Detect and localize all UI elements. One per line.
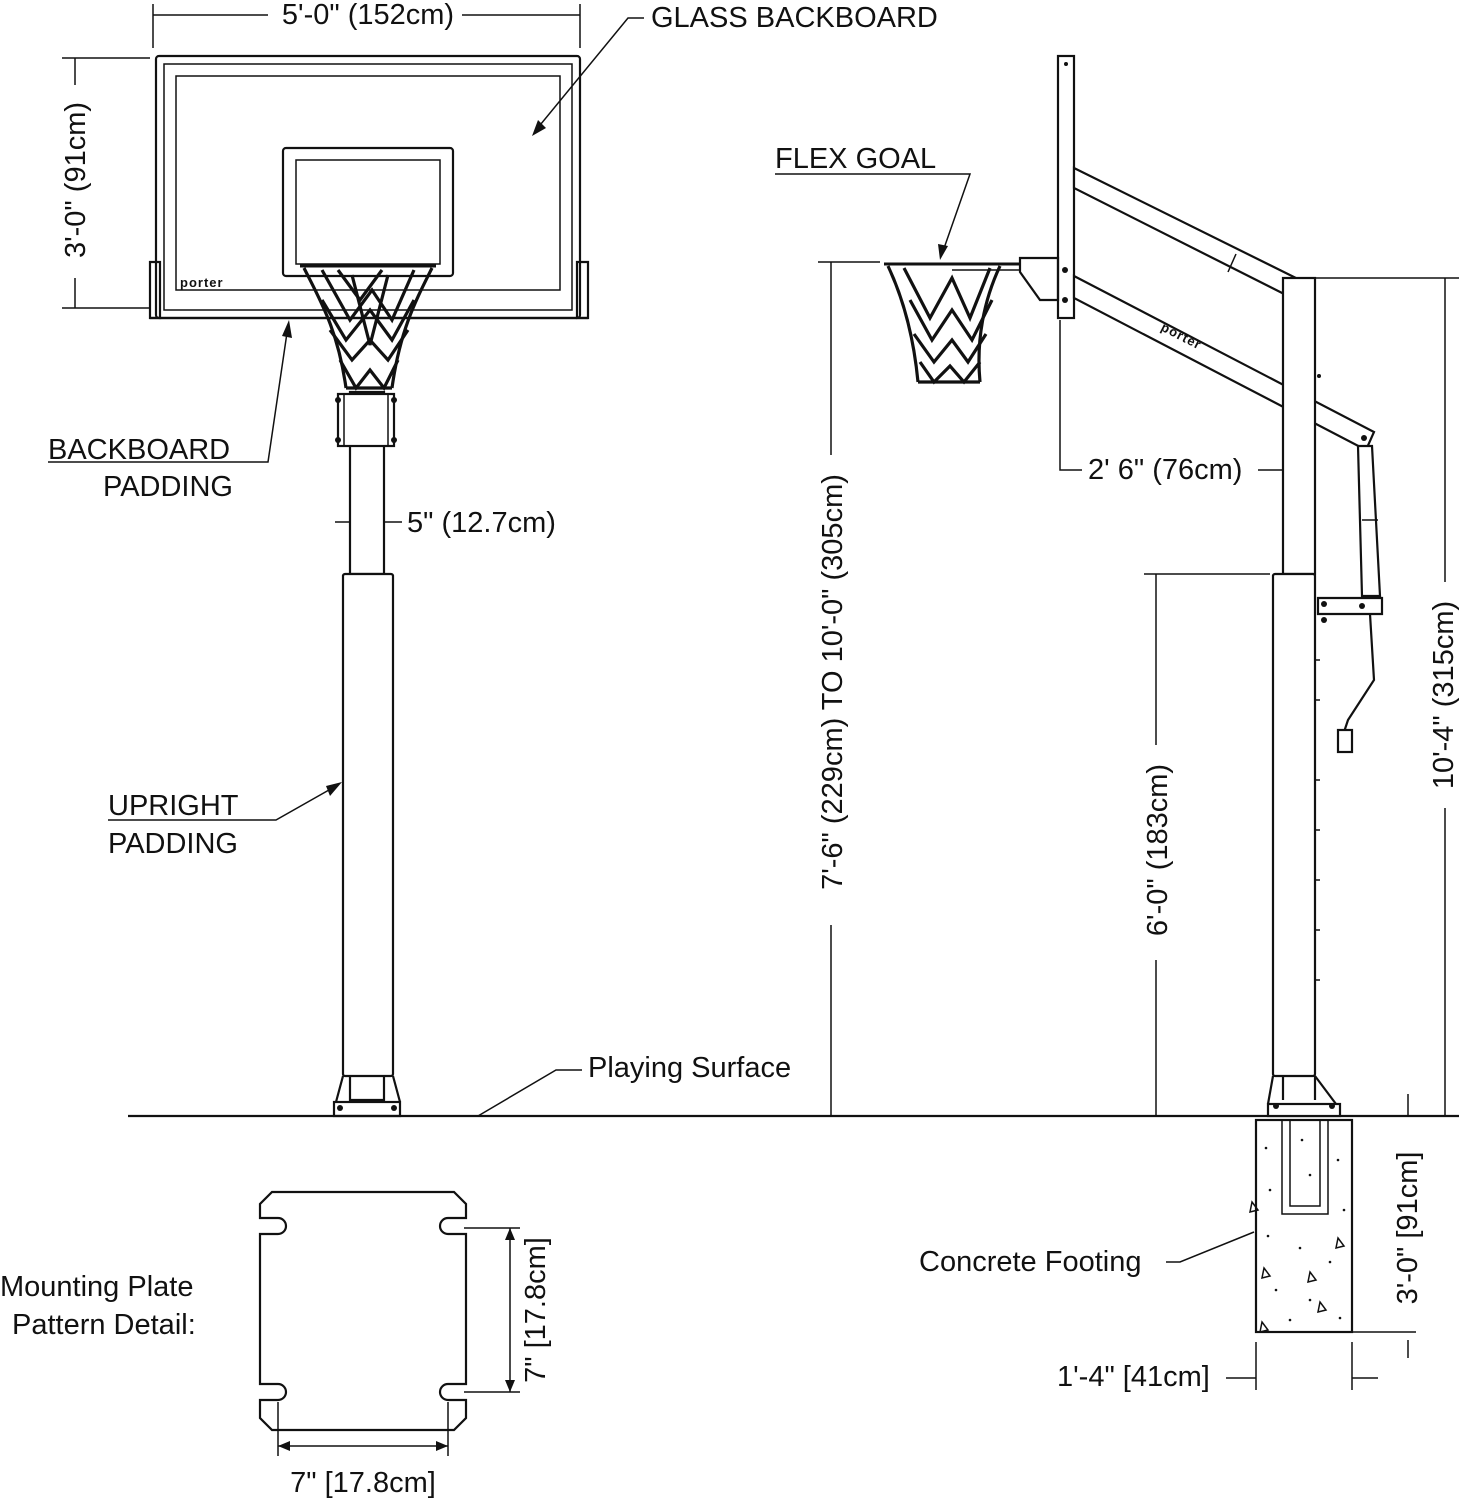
side-rim-and-net [884, 256, 1068, 385]
support-arms: porter [1072, 166, 1376, 452]
footing-width-label: 1'-4" [41cm] [1057, 1361, 1210, 1393]
backboard-padding-label-2: PADDING [103, 471, 233, 503]
front-upright-pole [335, 390, 397, 576]
pole-width-label: 5" (12.7cm) [407, 507, 556, 539]
padding-height-dimension: 6'-0" (183cm) [1142, 573, 1270, 1116]
overall-height-dimension: 10'-4" (315cm) [1428, 278, 1459, 1116]
plate-height-label: 7" [17.8cm] [520, 1237, 552, 1383]
plate-height-dimension: 7" [17.8cm] [464, 1227, 552, 1393]
mounting-plate-outline [258, 1190, 468, 1432]
backboard-padding-callout: BACKBOARD PADDING [48, 320, 292, 503]
backboard-height-label: 3'-0" (91cm) [60, 102, 92, 258]
front-view: 5'-0" (152cm) 3'-0" (91cm) porter [60, 0, 590, 1118]
glass-backboard-callout: GLASS BACKBOARD [532, 2, 938, 136]
backboard-width-label: 5'-0" (152cm) [282, 0, 454, 31]
front-base-plate [332, 1075, 402, 1118]
upright-padding-callout: UPRIGHT PADDING [108, 782, 342, 860]
rim-height-dimension: 7'-6" (229cm) TO 10'-0" (305cm) [817, 261, 880, 1116]
upright-padding-label-2: PADDING [108, 828, 238, 860]
playing-surface-label: Playing Surface [588, 1052, 791, 1084]
overhang-dimension: 2' 6" (76cm) [1059, 320, 1283, 486]
concrete-speckle [1249, 1138, 1346, 1334]
overall-height-label: 10'-4" (315cm) [1428, 601, 1459, 789]
footing-depth-label: 3'-0" [91cm] [1392, 1152, 1424, 1305]
mounting-plate-detail: Mounting Plate Pattern Detail: 7" [17.8c… [0, 1190, 552, 1499]
backboard-height-dimension: 3'-0" (91cm) [60, 57, 150, 309]
padding-fasteners [1316, 659, 1320, 981]
side-upright-padding [1271, 572, 1320, 1078]
upright-padding-label-1: UPRIGHT [108, 790, 239, 822]
brand-logo: porter [180, 275, 224, 290]
pole-width-dimension: 5" (12.7cm) [335, 507, 556, 539]
concrete-footing-callout: Concrete Footing [919, 1231, 1255, 1278]
playing-surface-callout: Playing Surface [477, 1052, 791, 1117]
side-view: 7'-6" (229cm) TO 10'-0" (305cm) FLEX GOA… [775, 54, 1459, 1393]
backboard-padding [148, 260, 590, 320]
flex-goal-label: FLEX GOAL [775, 143, 936, 175]
mounting-plate-label-2: Pattern Detail: [12, 1309, 196, 1341]
front-rim-and-net [300, 264, 436, 391]
concrete-footing-label: Concrete Footing [919, 1246, 1141, 1278]
flex-goal-callout: FLEX GOAL [775, 143, 972, 260]
height-adjust-crank [1316, 444, 1384, 754]
side-upright-pole [1281, 276, 1459, 576]
plate-width-label: 7" [17.8cm] [290, 1467, 436, 1499]
mounting-plate-label-1: Mounting Plate [0, 1271, 193, 1303]
plate-width-dimension: 7" [17.8cm] [277, 1402, 449, 1499]
side-backboard [1056, 54, 1076, 320]
rim-height-label: 7'-6" (229cm) TO 10'-0" (305cm) [817, 474, 849, 890]
backboard-width-dimension: 5'-0" (152cm) [152, 0, 581, 48]
padding-height-label: 6'-0" (183cm) [1142, 764, 1174, 936]
glass-backboard-label: GLASS BACKBOARD [651, 2, 938, 34]
concrete-footing [1249, 1118, 1354, 1334]
footing-depth-dimension: 3'-0" [91cm] [1352, 1094, 1424, 1358]
side-base [1266, 1075, 1342, 1118]
overhang-label: 2' 6" (76cm) [1088, 454, 1242, 486]
backboard-padding-label-1: BACKBOARD [48, 434, 230, 466]
footing-width-dimension: 1'-4" [41cm] [1057, 1342, 1378, 1393]
front-upright-padding [341, 572, 395, 1078]
glass-backboard: porter [154, 54, 582, 320]
